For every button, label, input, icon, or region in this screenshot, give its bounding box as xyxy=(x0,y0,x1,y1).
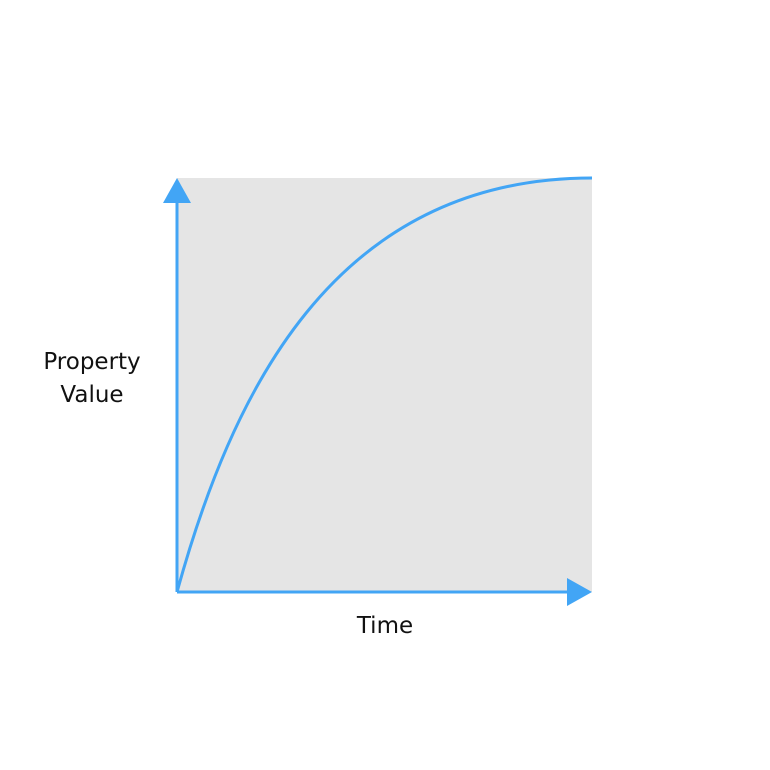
plot-area xyxy=(177,178,592,592)
y-axis-label-line1: Property xyxy=(43,349,141,375)
y-axis-label-line2: Value xyxy=(60,382,124,408)
x-axis-label: Time xyxy=(356,613,414,639)
y-axis-arrow-icon xyxy=(163,178,191,203)
x-axis-arrow-icon xyxy=(567,578,592,606)
ease-out-curve xyxy=(175,176,593,593)
y-axis-label: Property Value xyxy=(12,346,172,412)
